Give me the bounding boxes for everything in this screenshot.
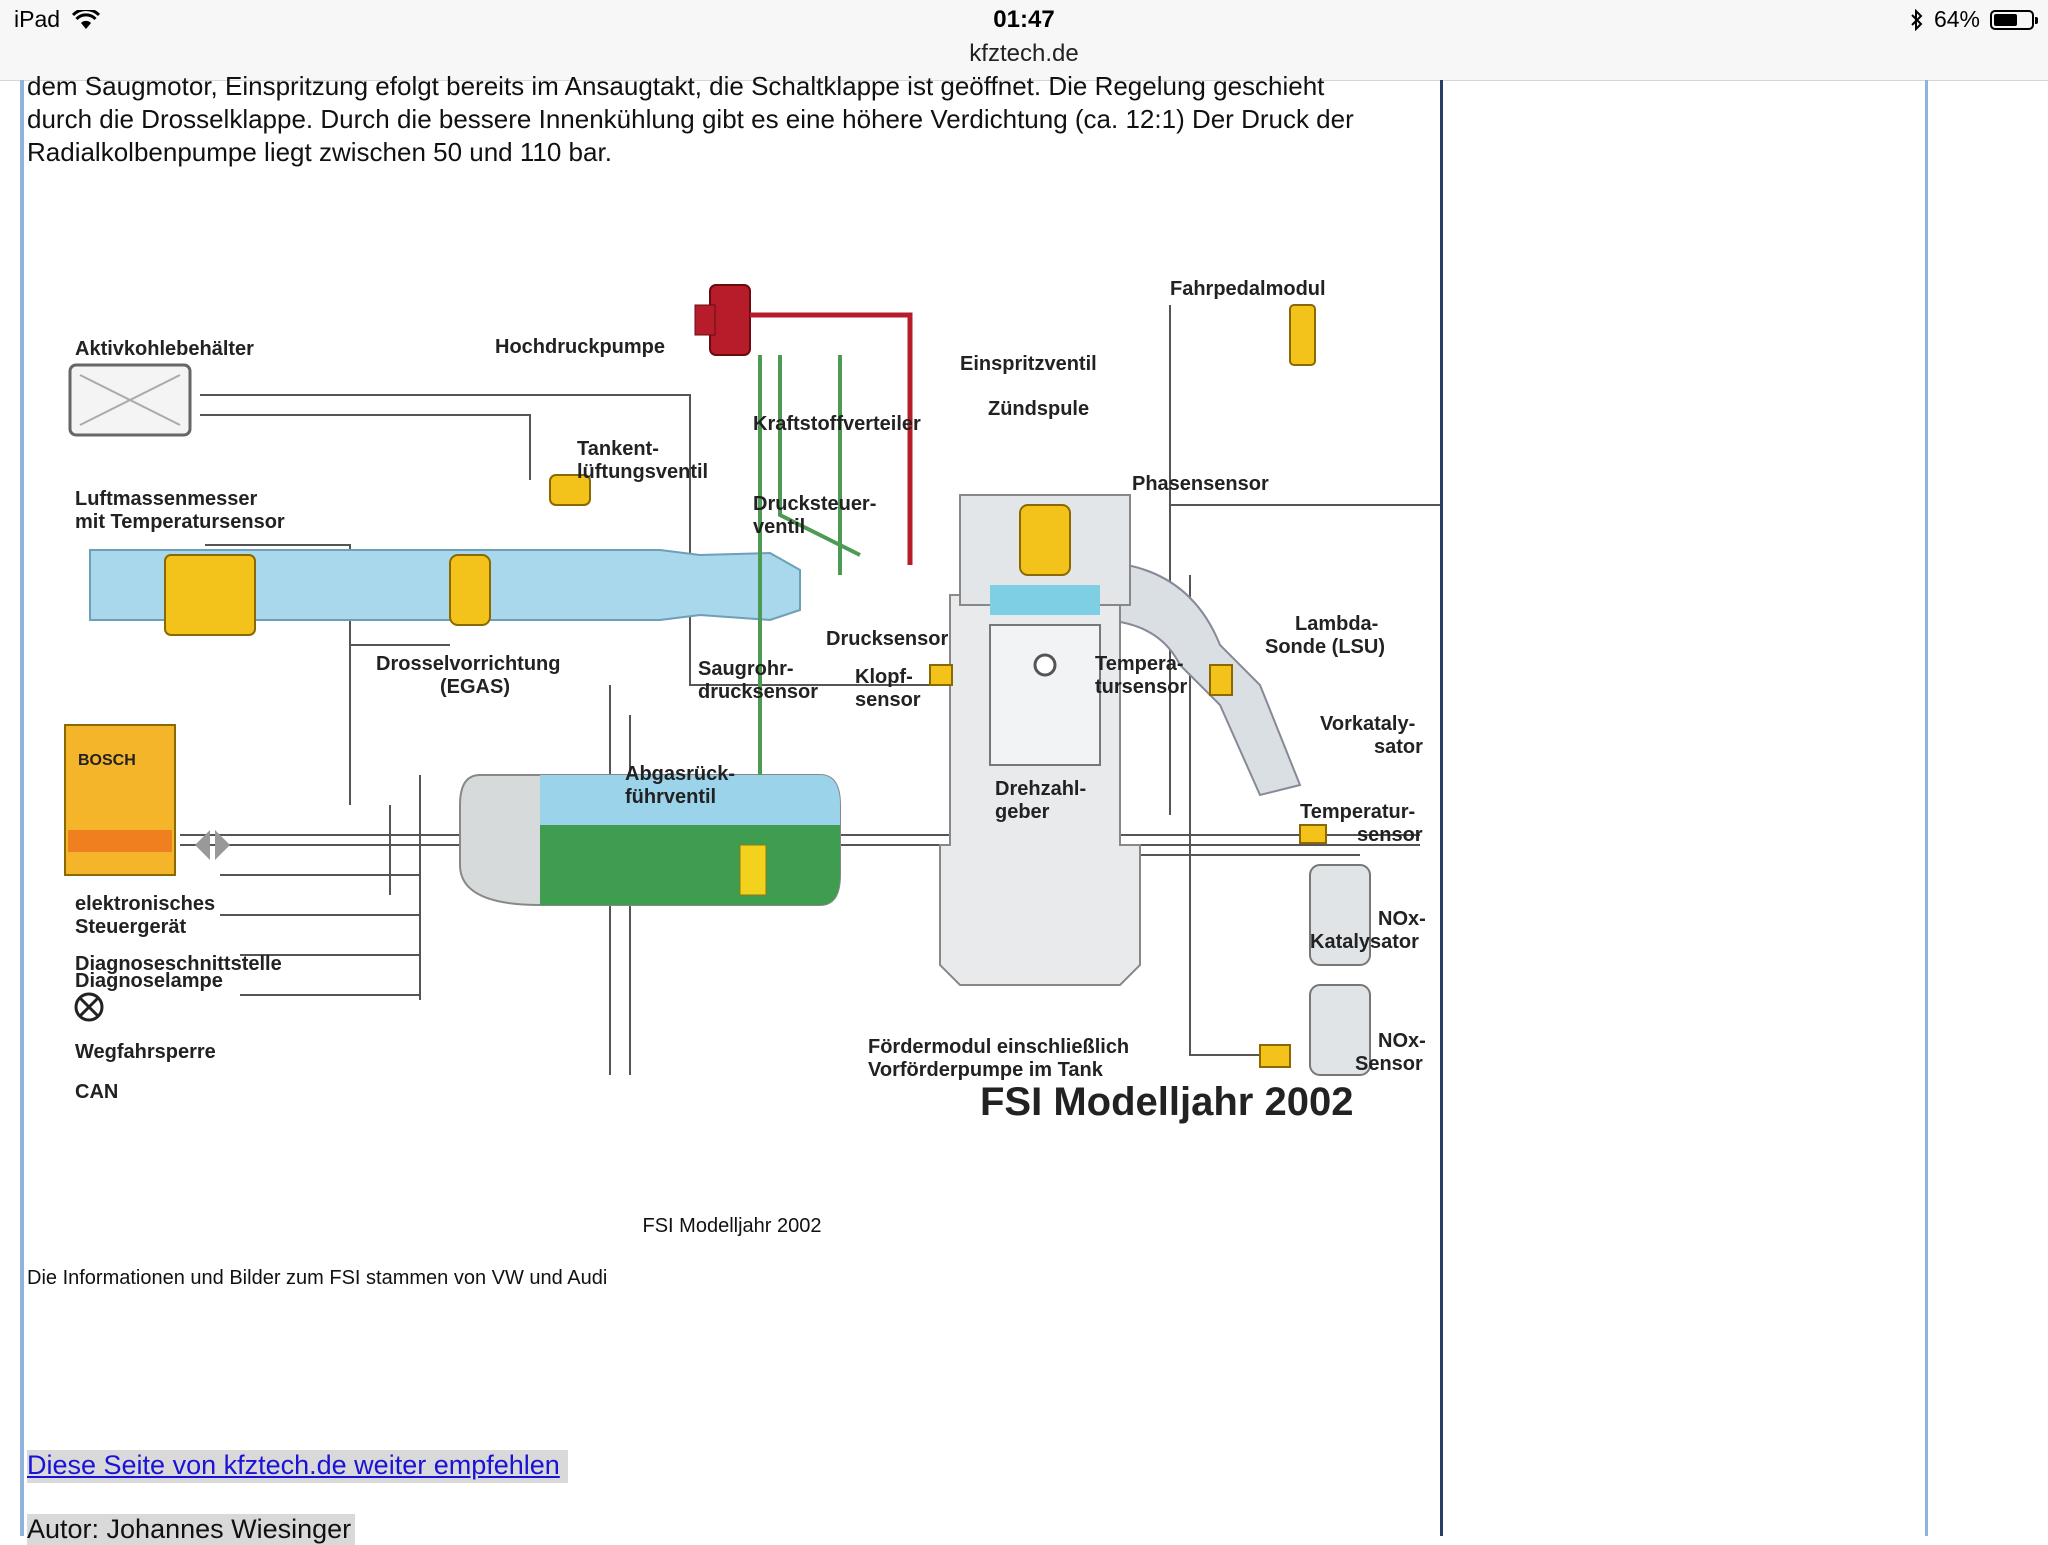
label-diagnoseschnittstelle: Diagnoseschnittstelle [75, 953, 282, 975]
combustion-chamber [990, 585, 1100, 615]
page-border-right [1925, 80, 1928, 1536]
label-drosselvorrichtung: Drosselvorrichtung [376, 653, 560, 675]
label-abgasrueckfuehrventil: führventil [625, 786, 716, 808]
fsi-system-diagram: Fahrpedalmodul Aktivkohlebehälter Hochdr… [64, 278, 1440, 1124]
label-lambdasonde: Sonde (LSU) [1265, 636, 1385, 658]
label-fahrpedalmodul: Fahrpedalmodul [1170, 278, 1326, 300]
label-klopfsensor: Klopf- [855, 666, 913, 688]
label-hochdruckpumpe: Hochdruckpumpe [495, 336, 665, 358]
catalytic-converter [1309, 864, 1371, 966]
label-drehzahlgeber: Drehzahl- [995, 778, 1086, 800]
label-tankentlueftung: lüftungsventil [577, 461, 708, 483]
label-lambdasonde: Lambda- [1295, 613, 1378, 635]
throttle-body [449, 554, 491, 626]
content-column-divider [1440, 80, 1443, 1536]
high-pressure-pump [694, 284, 913, 565]
battery-icon [1990, 9, 2038, 30]
recommend-page-link[interactable]: Diese Seite von kfztech.de weiter empfeh… [27, 1450, 568, 1483]
piston [989, 624, 1101, 766]
label-saugrohrdrucksensor: drucksensor [698, 681, 818, 703]
label-zuendspule: Zündspule [988, 398, 1089, 420]
label-vorkatalysator: sator [1374, 736, 1423, 758]
temp-sensor [1299, 824, 1327, 844]
label-drosselvorrichtung: (EGAS) [440, 676, 510, 698]
nox-catalyst [1309, 984, 1371, 1076]
label-drucksteuerventil: Drucksteuer- [753, 493, 876, 515]
canister-cross [79, 374, 181, 426]
address-bar[interactable]: kfztech.de [969, 40, 1079, 67]
accelerator-pedal [1289, 304, 1316, 366]
tank-vent-valve [549, 474, 591, 506]
label-saugrohrdrucksensor: Saugrohr- [698, 658, 794, 680]
label-nox-sensor: Sensor [1355, 1053, 1423, 1075]
label-klopfsensor: sensor [855, 689, 921, 711]
label-einspritzventil: Einspritzventil [960, 353, 1097, 375]
status-left: iPad [14, 6, 101, 33]
label-can: CAN [75, 1081, 118, 1103]
diagnostic-lamp-icon [78, 996, 100, 1018]
status-right: 64% [1910, 6, 2038, 33]
label-temperatursensor-engine: Tempera- [1095, 653, 1184, 675]
paragraph-line: durch die Drosselklappe. Durch die besse… [27, 104, 1354, 134]
label-drehzahlgeber: geber [995, 801, 1050, 823]
label-steuergeraet: elektronisches [75, 893, 215, 915]
clock: 01:47 [993, 6, 1055, 33]
label-phasensensor: Phasensensor [1132, 473, 1269, 495]
label-foerdermodul: Fördermodul einschließlich [868, 1036, 1129, 1058]
bluetooth-icon [1911, 8, 1923, 31]
ecu-stripe [68, 830, 172, 852]
device-name: iPad [14, 6, 61, 32]
fuel-line [778, 355, 861, 557]
label-foerdermodul: Vorförderpumpe im Tank [868, 1059, 1104, 1081]
diagram-title: FSI Modelljahr 2002 [980, 1080, 1353, 1124]
label-abgasrueckfuehrventil: Abgasrück- [625, 763, 735, 785]
nox-sensor [1259, 1044, 1291, 1068]
status-bar: iPad 01:47 kfztech.de 64% [0, 0, 2048, 81]
piston-pin [1033, 653, 1057, 677]
article-paragraph: dem Saugmotor, Einspritzung efolgt berei… [27, 70, 1437, 169]
label-drucksensor: Drucksensor [826, 628, 948, 650]
battery-level [1994, 13, 2017, 26]
fuel-upper [540, 775, 840, 825]
label-wegfahrsperre: Wegfahrsperre [75, 1041, 216, 1063]
label-luftmassenmesser: mit Temperatursensor [75, 511, 285, 533]
article-body: dem Saugmotor, Einspritzung efolgt berei… [27, 70, 1437, 169]
ignition-coil [1019, 504, 1071, 576]
figure-caption: FSI Modelljahr 2002 [642, 1215, 822, 1237]
paragraph-line: Radialkolbenpumpe liegt zwischen 50 und … [27, 137, 612, 167]
wifi-icon [72, 9, 101, 29]
label-nox-sensor: NOx- [1378, 1030, 1426, 1052]
image-credit: Die Informationen und Bilder zum FSI sta… [27, 1267, 608, 1289]
label-aktivkohlebehaelter: Aktivkohlebehälter [75, 338, 254, 360]
label-luftmassenmesser: Luftmassenmesser [75, 488, 258, 510]
label-temperatursensor-exhaust: Temperatur- [1300, 801, 1415, 823]
author-line: Autor: Johannes Wiesinger [27, 1514, 356, 1545]
label-temperatursensor-engine: tursensor [1095, 676, 1187, 698]
label-temperatursensor-exhaust: sensor [1357, 824, 1423, 846]
label-diagnoselampe: Diagnoselampe [75, 970, 223, 992]
ecu [64, 724, 176, 876]
label-steuergeraet: Steuergerät [75, 916, 186, 938]
ecu-connector-icon [195, 830, 210, 860]
ecu-connector-icon [215, 830, 230, 860]
lambda-sensor [1209, 664, 1233, 696]
fuel-level [540, 825, 840, 905]
label-kraftstoffverteiler: Kraftstoffverteiler [753, 413, 921, 435]
fuel-pump [739, 844, 767, 896]
paragraph-line: dem Saugmotor, Einspritzung efolgt berei… [27, 71, 1325, 101]
label-drucksteuerventil: ventil [753, 516, 805, 538]
label-tankentlueftung: Tankent- [577, 438, 659, 460]
label-nox-katalysator: Katalysator [1310, 931, 1419, 953]
page-border-left [20, 80, 24, 1536]
air-mass-meter [164, 554, 256, 636]
knock-sensor [929, 664, 953, 686]
label-nox-katalysator: NOx- [1378, 908, 1426, 930]
battery-percent: 64% [1933, 6, 1980, 32]
label-vorkatalysator: Vorkataly- [1320, 713, 1415, 735]
label-bosch: BOSCH [78, 752, 136, 769]
